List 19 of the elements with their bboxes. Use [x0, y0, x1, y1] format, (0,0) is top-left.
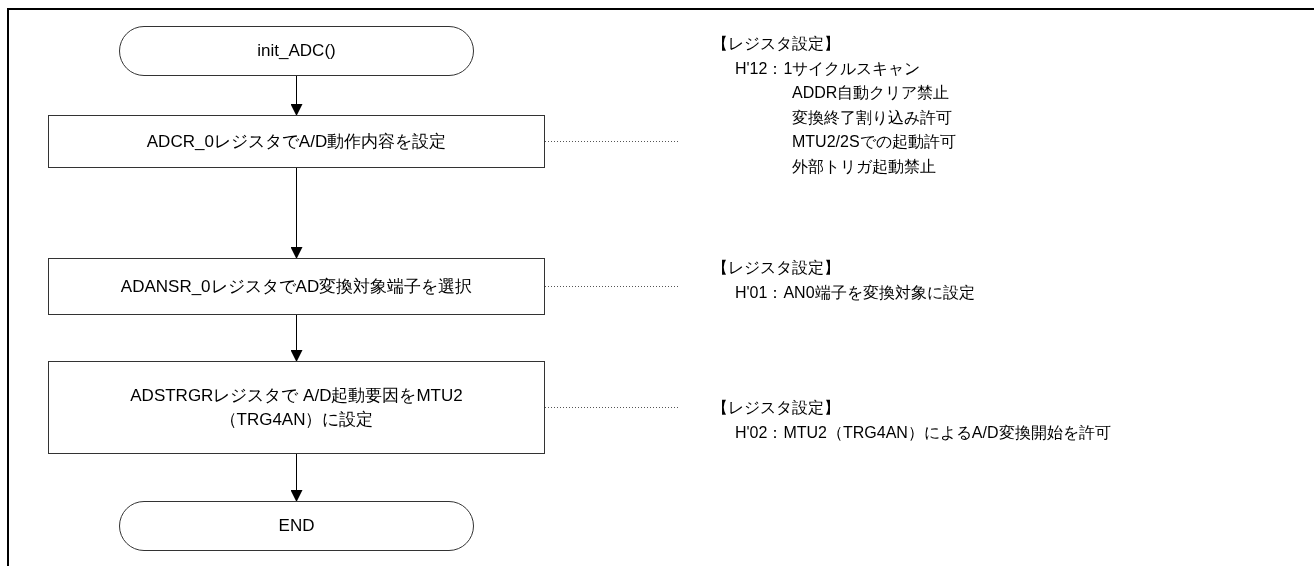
note-text: ADDR自動クリア禁止: [791, 83, 951, 103]
note-text: MTU2/2Sでの起動許可: [791, 132, 957, 152]
note-text: 変換終了割り込み許可: [791, 107, 953, 128]
note-heading: 【レジスタ設定】: [712, 398, 841, 418]
note-text: 外部トリガ起動禁止: [791, 156, 937, 177]
arrow: [290, 75, 303, 116]
note-heading: 【レジスタ設定】: [712, 258, 841, 278]
note-text: H'01：AN0端子を変換対象に設定: [734, 282, 976, 303]
terminal-box: init_ADC(): [119, 26, 474, 76]
arrow: [290, 453, 303, 502]
note-text: H'12：1サイクルスキャン: [734, 58, 922, 79]
note-text: H'02：MTU2（TRG4AN）によるA/D変換開始を許可: [734, 422, 1112, 443]
note-heading: 【レジスタ設定】: [712, 34, 841, 54]
process-box: ADANSR_0レジスタでAD変換対象端子を選択: [48, 258, 545, 315]
process-box: ADCR_0レジスタでA/D動作内容を設定: [48, 115, 545, 168]
arrow: [290, 314, 303, 362]
process-box: ADSTRGRレジスタで A/D起動要因をMTU2（TRG4AN）に設定: [48, 361, 545, 454]
arrow: [290, 167, 303, 259]
terminal-box: END: [119, 501, 474, 551]
